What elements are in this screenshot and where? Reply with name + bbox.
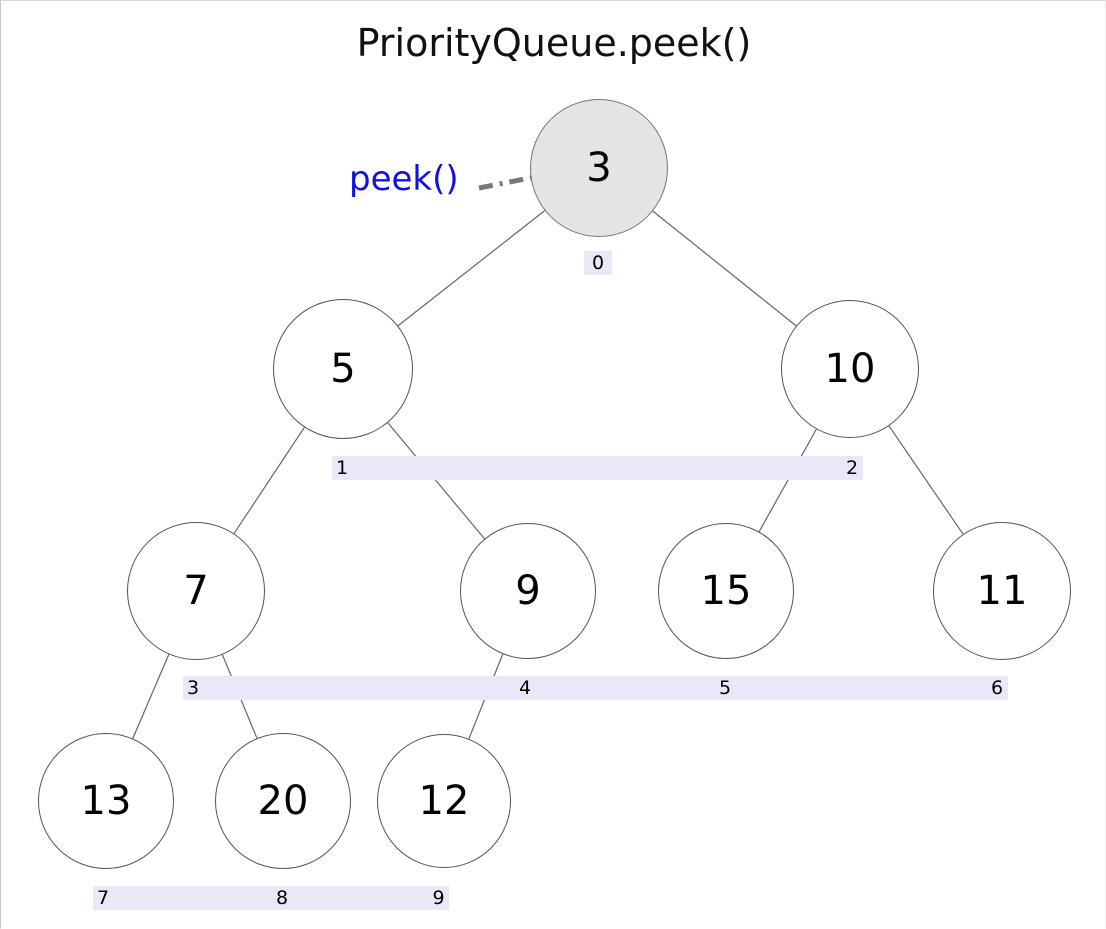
index-band <box>584 251 612 275</box>
tree-edge <box>758 428 817 532</box>
index-label: 5 <box>718 677 732 699</box>
heap-node-2[interactable]: 10 <box>781 300 919 438</box>
index-label: 4 <box>518 677 532 699</box>
index-band <box>93 886 449 910</box>
index-label: 8 <box>275 887 289 909</box>
page-title: PriorityQueue.peek() <box>356 21 752 65</box>
tree-edge <box>397 210 546 327</box>
index-label: 0 <box>591 252 605 274</box>
tree-edges <box>132 210 964 740</box>
index-label: 1 <box>335 457 349 479</box>
heap-node-5[interactable]: 15 <box>658 523 794 659</box>
index-label: 9 <box>432 887 445 909</box>
index-label: 2 <box>845 457 859 479</box>
tree-edge <box>387 422 485 540</box>
heap-node-0[interactable]: 3 <box>530 99 668 237</box>
heap-node-3[interactable]: 7 <box>127 522 265 660</box>
heap-node-7[interactable]: 13 <box>38 733 174 869</box>
index-band <box>183 676 1008 700</box>
heap-node-9[interactable]: 12 <box>377 734 511 868</box>
index-label: 6 <box>990 677 1004 699</box>
heap-node-1[interactable]: 5 <box>273 299 413 439</box>
peek-callout-label: peek() <box>349 159 459 199</box>
tree-edge <box>652 210 797 327</box>
heap-node-4[interactable]: 9 <box>460 523 596 659</box>
tree-edge <box>888 425 964 535</box>
heap-node-6[interactable]: 11 <box>933 522 1071 660</box>
index-label: 3 <box>186 677 200 699</box>
tree-edge <box>132 654 170 739</box>
tree-edge <box>233 427 305 534</box>
heap-node-8[interactable]: 20 <box>215 733 351 869</box>
index-label: 7 <box>96 887 110 909</box>
index-band <box>332 456 863 480</box>
